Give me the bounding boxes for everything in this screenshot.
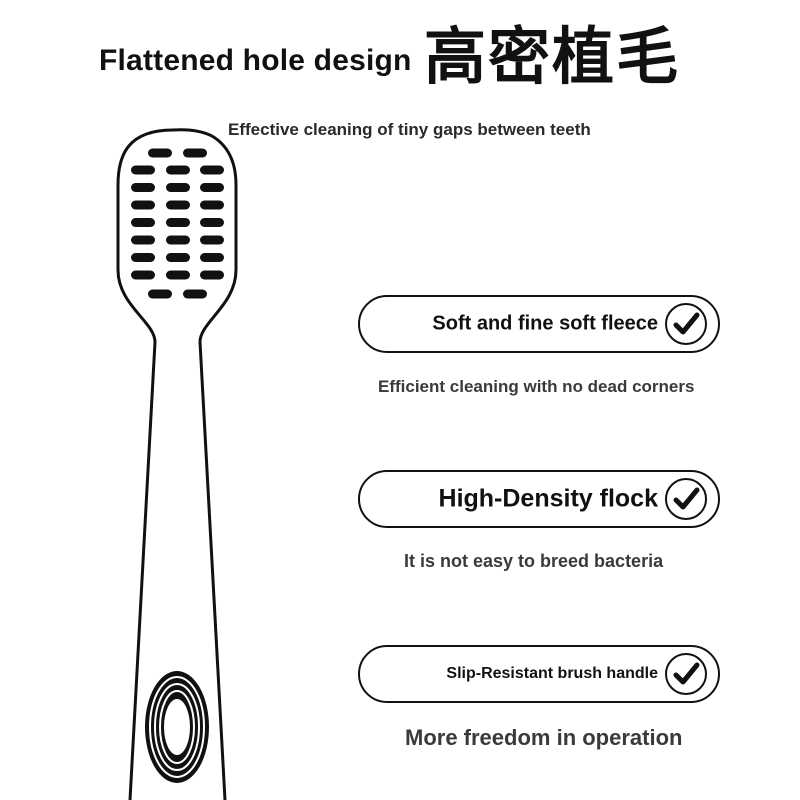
bristle-hole xyxy=(148,148,172,158)
feature-caption: More freedom in operation xyxy=(405,725,683,750)
checkmark-icon xyxy=(665,303,707,345)
checkmark-icon xyxy=(665,653,707,695)
bristle-hole xyxy=(131,270,155,280)
bristle-hole xyxy=(131,218,155,227)
checkmark-icon xyxy=(665,478,707,520)
feature-caption: Efficient cleaning with no dead corners xyxy=(378,377,695,396)
bristle-hole xyxy=(166,253,190,262)
header-title: Flattened hole design xyxy=(99,44,412,77)
bristle-hole xyxy=(166,270,190,280)
bristle-hole xyxy=(200,165,224,175)
bristle-holes xyxy=(131,148,224,299)
bristle-hole xyxy=(131,253,155,262)
feature-label: Soft and fine soft fleece xyxy=(432,312,658,335)
header-cjk-title: 高密植毛 xyxy=(424,20,681,93)
feature-label: High-Density flock xyxy=(438,484,658,513)
toothbrush-outline xyxy=(116,128,238,800)
bristle-hole xyxy=(166,165,190,175)
feature-pill-soft-fleece: Soft and fine soft fleece xyxy=(358,295,720,353)
bristle-hole xyxy=(131,183,155,192)
bristle-hole xyxy=(200,200,224,210)
bristle-hole xyxy=(200,253,224,262)
bristle-hole xyxy=(166,235,190,245)
feature-caption: It is not easy to breed bacteria xyxy=(404,551,664,571)
bristle-hole xyxy=(200,270,224,280)
bristle-hole xyxy=(166,218,190,227)
feature-label: Slip-Resistant brush handle xyxy=(446,665,658,682)
header-subtitle: Effective cleaning of tiny gaps between … xyxy=(228,120,591,139)
bristle-hole xyxy=(200,235,224,245)
bristle-hole xyxy=(131,235,155,245)
bristle-hole xyxy=(131,200,155,210)
feature-pill-slip-resistant: Slip-Resistant brush handle xyxy=(358,645,720,703)
bristle-hole xyxy=(131,165,155,175)
bristle-hole xyxy=(166,200,190,210)
feature-pill-high-density: High-Density flock xyxy=(358,470,720,528)
bristle-hole xyxy=(183,148,207,158)
bristle-hole xyxy=(148,289,172,299)
bristle-hole xyxy=(166,183,190,192)
bristle-hole xyxy=(183,289,207,299)
grip-pad-icon xyxy=(145,671,209,783)
bristle-hole xyxy=(200,218,224,227)
bristle-hole xyxy=(200,183,224,192)
